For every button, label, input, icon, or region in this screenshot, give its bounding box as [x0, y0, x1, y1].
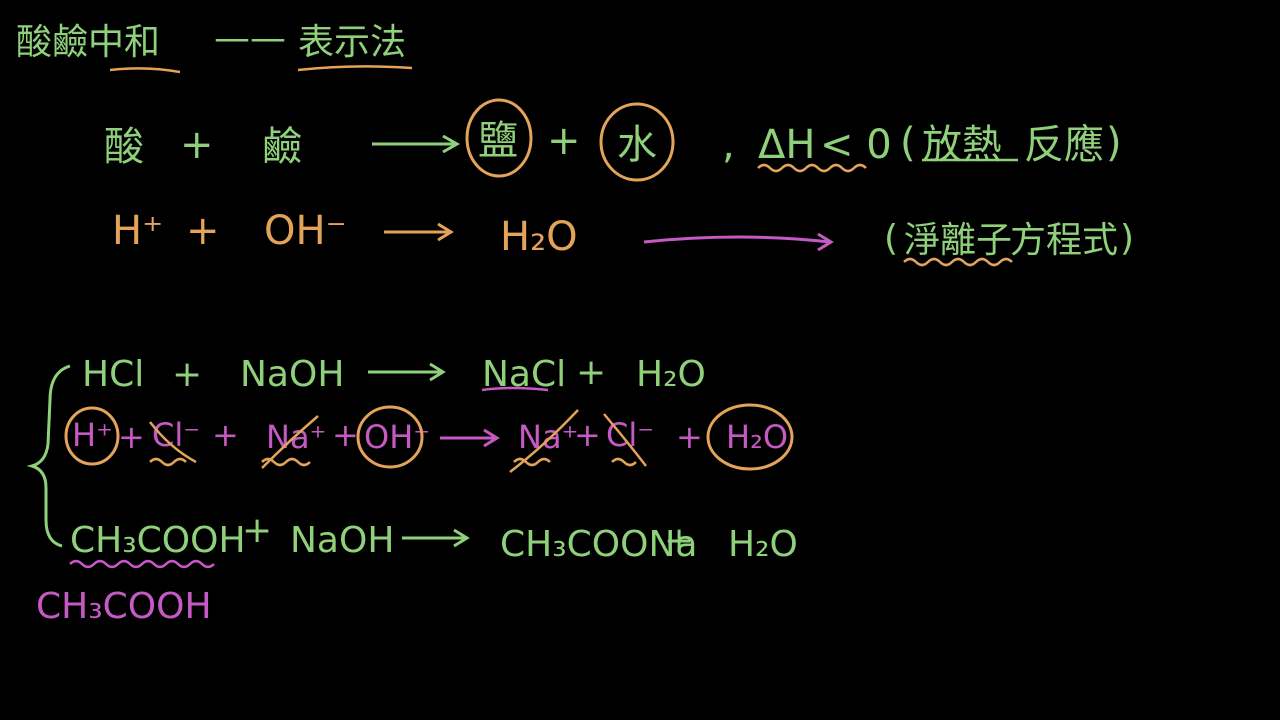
cancel-chloride [149, 421, 197, 464]
title-neutralization: 酸鹼中和 [16, 22, 160, 63]
hydrogen-ion: H⁺ [72, 416, 113, 454]
title-notation: 表示法 [298, 22, 406, 63]
water-formula: H₂O [726, 418, 788, 456]
underline-acetic-acid [69, 559, 215, 569]
water-formula: H₂O [500, 214, 578, 260]
plus-sign: + [242, 510, 272, 551]
hcl-equation: HCl + NaOH NaCl + H₂O [82, 352, 706, 395]
title-dash: —— [214, 18, 286, 59]
underline-neutralization [109, 67, 181, 74]
plus-sign: + [180, 122, 214, 168]
sodium-acetate-formula: CH₃COONa [500, 524, 697, 565]
label-net-ionic: 淨離子 [904, 220, 1012, 261]
note-reaction: 反應 [1024, 122, 1104, 168]
water-circled: 水 [599, 102, 675, 182]
acetic-acid-note: CH₃COOH [36, 586, 212, 627]
ionic-equation: H⁺ + Cl⁻ + Na⁺ + OH⁻ Na⁺ + Cl⁻ + H₂O [72, 416, 788, 456]
underline-delta-h [757, 163, 867, 173]
wave-sodium-product [513, 457, 551, 467]
acetic-equation: CH₃COOH + NaOH CH₃COONa + H₂O [70, 510, 798, 565]
water-word: 水 [617, 122, 657, 168]
plus-sign: + [172, 354, 202, 395]
plus-sign: + [664, 520, 694, 561]
word-equation: 酸 + 鹼 + , ΔH < 0 ( 放熱 反應 ) [104, 118, 1122, 170]
plus-sign: + [332, 416, 359, 454]
less-than-zero: < 0 [820, 122, 892, 168]
delta-h: ΔH [758, 122, 815, 168]
plus-sign: + [576, 352, 606, 393]
sodium-ion: Na⁺ [518, 418, 578, 456]
arrow-hcl [368, 362, 446, 382]
naoh-formula: NaOH [290, 520, 394, 561]
note-close-paren: ) [1106, 120, 1122, 166]
base-word: 鹼 [262, 124, 302, 170]
acid-word: 酸 [104, 124, 144, 170]
hcl-formula: HCl [82, 354, 144, 395]
sodium-ion: Na⁺ [266, 418, 326, 456]
acetic-acid-formula: CH₃COOH [70, 520, 246, 561]
arrow-net-ionic [384, 222, 454, 242]
arrow-general [372, 134, 461, 154]
underline-nacl [481, 386, 549, 392]
net-ionic-equation: H⁺ + OH⁻ H₂O [112, 208, 578, 260]
underline-notation [297, 65, 413, 72]
arrow-ionic [440, 428, 500, 448]
label-open-paren: ( [884, 218, 898, 259]
circle-water [706, 403, 794, 471]
water-formula: H₂O [636, 354, 706, 395]
plus-sign: + [186, 208, 220, 254]
cancel-sodium-product [509, 409, 579, 473]
cancel-sodium [261, 415, 319, 469]
hydroxide-ion: OH⁻ [264, 208, 347, 254]
plus-sign: + [547, 118, 581, 164]
circle-hydroxide-ion [356, 405, 424, 469]
salt-circled: 鹽 [465, 98, 533, 178]
comma: , [722, 122, 735, 168]
net-ionic-label: ( 淨離子 方程式 ) [884, 218, 1134, 261]
salt-word: 鹽 [478, 118, 518, 164]
note-open-paren: ( [900, 120, 916, 166]
wave-sodium [261, 457, 311, 467]
wave-chloride-product [611, 457, 637, 467]
plus-sign: + [118, 418, 145, 456]
underline-net-ionic [903, 257, 1013, 267]
header: 酸鹼中和 —— 表示法 [16, 18, 406, 63]
plus-sign: + [212, 416, 239, 454]
cancel-chloride-product [603, 413, 647, 467]
plus-sign: + [574, 416, 601, 454]
spectator-cancellations [149, 409, 647, 473]
plus-sign: + [676, 418, 703, 456]
chloride-ion: Cl⁻ [606, 416, 654, 454]
hydrogen-ion: H⁺ [112, 208, 163, 254]
arrow-acetic [402, 528, 470, 548]
arrow-to-label [643, 232, 834, 252]
naoh-formula: NaOH [240, 354, 344, 395]
circle-hydrogen-ion [64, 406, 120, 466]
water-formula: H₂O [728, 524, 798, 565]
wave-chloride [149, 457, 187, 467]
label-equation: 方程式 [1010, 220, 1118, 261]
label-close-paren: ) [1120, 218, 1134, 259]
left-brace [26, 364, 71, 548]
